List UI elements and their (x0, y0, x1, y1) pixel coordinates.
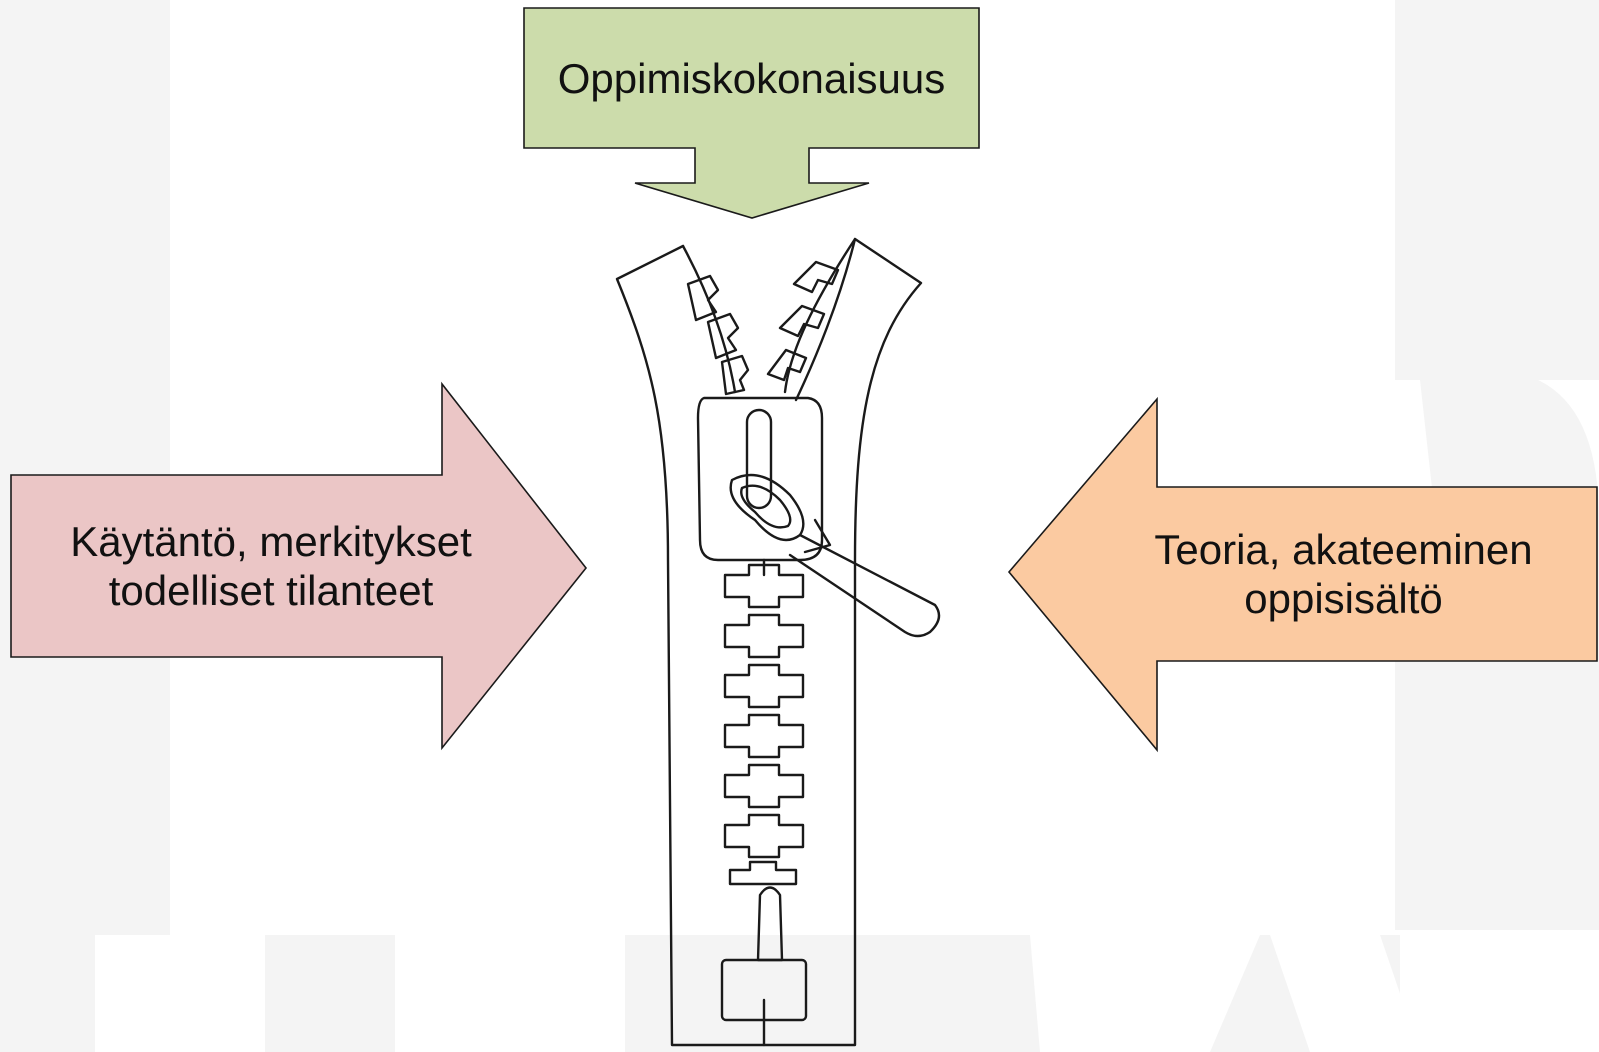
right-arrow-line-2: oppisisältö (1244, 574, 1442, 623)
zipper-icon (617, 239, 939, 1045)
right-arrow-line-1: Teoria, akateeminen (1154, 525, 1532, 574)
right-arrow-label: Teoria, akateeminen oppisisältö (1090, 487, 1597, 661)
top-arrow-label: Oppimiskokonaisuus (524, 8, 979, 148)
left-arrow-label: Käytäntö, merkitykset todelliset tilante… (11, 475, 531, 657)
left-arrow-line-2: todelliset tilanteet (109, 566, 434, 615)
top-arrow-text: Oppimiskokonaisuus (558, 54, 946, 103)
left-arrow-line-1: Käytäntö, merkitykset (70, 517, 471, 566)
